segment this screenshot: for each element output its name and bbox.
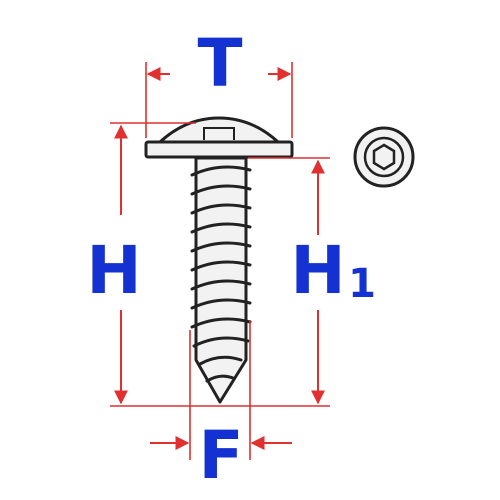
dimension-arrows <box>114 67 325 450</box>
label-total-height: H <box>86 232 141 309</box>
screw-threads <box>190 165 252 383</box>
label-thread-length-subscript: 1 <box>348 261 376 307</box>
extension-lines <box>110 62 330 460</box>
screw-drawing <box>144 116 294 404</box>
screw-head-flange <box>144 140 294 159</box>
hex-socket-icon <box>353 126 415 188</box>
screw-head-dome <box>158 116 280 144</box>
label-thread-length: H <box>290 232 345 309</box>
label-head-diameter: T <box>197 25 242 102</box>
label-thread-diameter: F <box>198 417 243 494</box>
